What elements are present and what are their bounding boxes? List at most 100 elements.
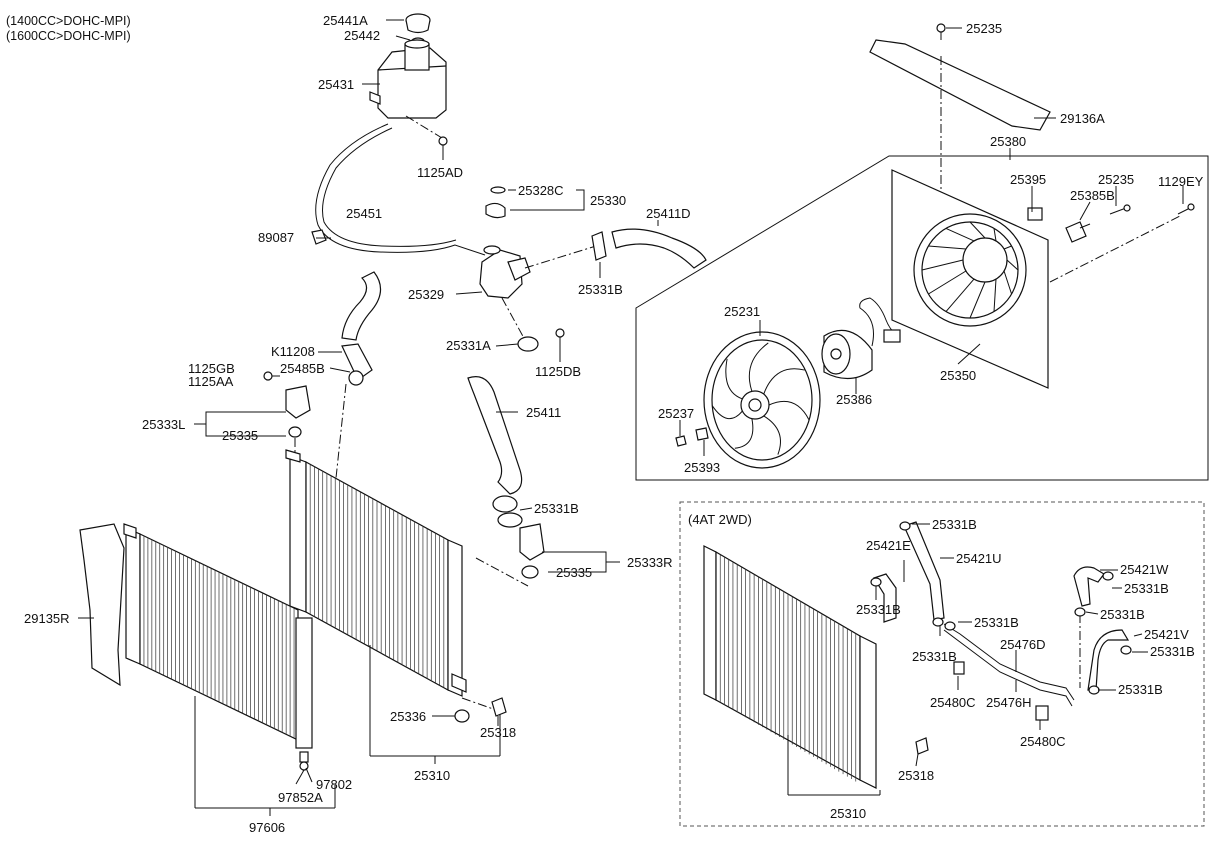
label-25318: 25318 [480, 725, 516, 740]
coolant-reservoir-tank[interactable] [369, 39, 447, 119]
hose-clamp[interactable] [1074, 607, 1086, 617]
fitting-oring[interactable] [490, 186, 506, 194]
hose-clamp[interactable] [1102, 571, 1114, 581]
outlet-guide [524, 245, 597, 269]
hose-clamp[interactable] [492, 495, 518, 513]
label-1129EY: 1129EY [1158, 174, 1204, 189]
oil-cooler-hose-v[interactable] [1087, 629, 1130, 691]
label-25480C: 25480C [930, 695, 976, 710]
hose-clamp[interactable] [517, 336, 539, 352]
bracket-insulator[interactable] [521, 565, 539, 579]
fan-nut[interactable] [675, 435, 687, 447]
label-25331B: 25331B [932, 517, 977, 532]
lower-radiator-hose[interactable] [467, 376, 523, 495]
upper-air-guard[interactable] [869, 39, 1051, 131]
hose-clamp[interactable] [944, 621, 956, 631]
hose-clamp[interactable] [899, 521, 911, 531]
label-25330: 25330 [590, 193, 626, 208]
mounting-bolt[interactable] [1177, 203, 1195, 215]
drain-plug[interactable] [915, 737, 929, 755]
radiator-hose-guide [335, 383, 347, 479]
fan-shroud[interactable] [891, 169, 1049, 389]
label-25476H: 25476H [986, 695, 1032, 710]
hose-clamp[interactable] [341, 343, 373, 381]
label-25380: 25380 [990, 134, 1026, 149]
label-25328C: 25328C [518, 183, 564, 198]
hose-clamp[interactable] [348, 370, 364, 386]
label-25395: 25395 [1010, 172, 1046, 187]
label-25331B: 25331B [1100, 607, 1145, 622]
shroud-screw[interactable] [1109, 204, 1131, 215]
reservoir-cap[interactable] [405, 13, 431, 34]
label-25421V: 25421V [1144, 627, 1189, 642]
label-89087: 89087 [258, 230, 294, 245]
engine-spec-1600cc: (1600CC>DOHC-MPI) [6, 29, 131, 43]
hose-clamp[interactable] [932, 617, 944, 627]
hose-clamp[interactable] [870, 577, 882, 587]
label-25350: 25350 [940, 368, 976, 383]
fan-connector[interactable] [1065, 221, 1091, 243]
bolt-guide [1049, 215, 1181, 283]
drain-plug[interactable] [491, 697, 507, 717]
radiator-hose-short[interactable] [341, 271, 382, 341]
radiator-core-at[interactable] [703, 545, 877, 789]
condenser-core[interactable] [123, 523, 313, 749]
oil-cooler-pipe-h[interactable] [943, 629, 1073, 707]
upper-radiator-hose[interactable] [611, 228, 707, 269]
radiator-core[interactable] [285, 449, 467, 697]
air-guard[interactable] [79, 523, 125, 687]
label-25393: 25393 [684, 460, 720, 475]
label-25331B: 25331B [1118, 682, 1163, 697]
oil-cooler-hose-w[interactable] [1073, 566, 1105, 607]
pipe-clip[interactable] [953, 661, 965, 675]
water-outlet-fitting[interactable] [479, 245, 531, 299]
pipe-clip[interactable] [1035, 705, 1049, 721]
label-97852A: 97852A [278, 790, 323, 805]
receiver-drier-plug[interactable] [299, 751, 309, 771]
fitting-bolt[interactable] [555, 328, 565, 346]
reservoir-bolt-guide [405, 115, 443, 139]
bracket-insulator[interactable] [288, 426, 302, 438]
label-25480C: 25480C [1020, 734, 1066, 749]
callout-leaders [78, 19, 1184, 785]
fan-motor[interactable] [821, 297, 901, 380]
label-1125GB: 1125GB [188, 361, 235, 376]
hose-clamp[interactable] [497, 512, 523, 528]
label-25331B: 25331B [534, 501, 579, 516]
label-25237: 25237 [658, 406, 694, 421]
label-25331B: 25331B [1124, 581, 1169, 596]
oil-cooler-hose-e[interactable] [873, 573, 897, 623]
oil-cooler-hose-u[interactable] [903, 521, 945, 621]
overflow-hose[interactable] [315, 123, 486, 256]
cooling-fan-blade[interactable] [703, 331, 821, 469]
lower-insulator[interactable] [454, 709, 470, 723]
label-25421U: 25421U [956, 551, 1002, 566]
mounting-bolt[interactable] [263, 371, 280, 381]
label-1125AA: 1125AA [188, 374, 234, 389]
label-25431: 25431 [318, 77, 354, 92]
hose-clamp[interactable] [1088, 685, 1100, 695]
reservoir-bolt[interactable] [438, 136, 448, 152]
label-25310: 25310 [830, 806, 866, 821]
fan-washer[interactable] [695, 427, 709, 441]
fitting-cap[interactable] [485, 202, 506, 219]
label-25421W: 25421W [1120, 562, 1169, 577]
radiator-bracket-right[interactable] [519, 523, 545, 561]
label-25331B: 25331B [912, 649, 957, 664]
fan-resistor[interactable] [1027, 207, 1043, 221]
label-25235: 25235 [1098, 172, 1134, 187]
label-25333L: 25333L [142, 417, 185, 432]
radiator-bracket-left[interactable] [285, 385, 311, 419]
label-25331B: 25331B [974, 615, 1019, 630]
label-25331B: 25331B [1150, 644, 1195, 659]
label-25411D: 25411D [646, 206, 691, 221]
hose-clip[interactable] [311, 229, 327, 245]
hose-clamp[interactable] [1120, 645, 1132, 655]
hose-clamp[interactable] [591, 231, 607, 261]
guard-screw[interactable] [936, 23, 946, 40]
label-25231: 25231 [724, 304, 760, 319]
label-25335: 25335 [222, 428, 258, 443]
label-25336: 25336 [390, 709, 426, 724]
oil-cooler-pipe-d[interactable] [943, 623, 1075, 701]
